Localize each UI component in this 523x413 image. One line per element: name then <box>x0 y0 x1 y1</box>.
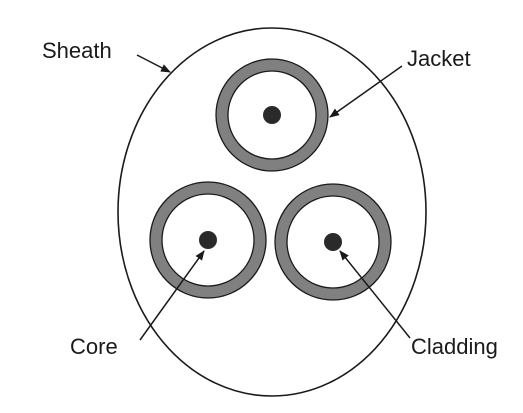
sheath-outline <box>117 27 427 397</box>
cladding-right <box>286 195 380 289</box>
sheath-label: Sheath <box>42 38 112 63</box>
core-dot-top <box>263 106 281 124</box>
cladding-top <box>227 70 317 160</box>
cladding-left <box>161 193 255 287</box>
cladding-label: Cladding <box>411 334 498 359</box>
core-pointer-arrow <box>139 250 205 341</box>
jacket-outer-edge-right <box>274 183 392 301</box>
fiber-bottom-left <box>149 181 267 299</box>
core-label: Core <box>70 334 118 359</box>
jacket-pointer-arrow <box>329 65 403 118</box>
fiber-top <box>215 58 329 172</box>
jacket-outer-edge-top <box>215 58 329 172</box>
sheath-pointer-arrow <box>136 54 171 73</box>
jacket-label: Jacket <box>407 46 471 71</box>
fiber-bottom-right <box>274 183 392 301</box>
jacket-outer-edge-left <box>149 181 267 299</box>
cladding-pointer-arrow <box>339 250 411 339</box>
core-dot-right <box>324 233 342 251</box>
core-dot-left <box>199 231 217 249</box>
